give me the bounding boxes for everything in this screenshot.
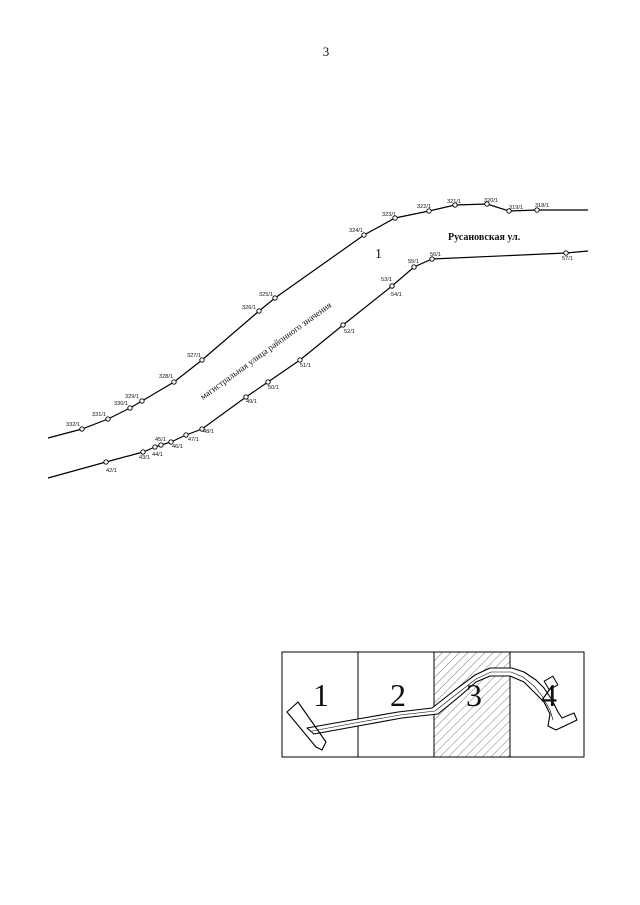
bottom-boundary-point-marker [140, 449, 146, 455]
top-boundary-point-label: 331/1 [92, 412, 106, 418]
bottom-boundary-point-label: 53/1 [381, 277, 392, 283]
bottom-boundary-point-label: 42/1 [106, 468, 117, 474]
top-boundary-point-label: 318/1 [535, 203, 549, 209]
bottom-boundary-point-marker [429, 256, 435, 262]
index-road-end-block [543, 675, 559, 691]
top-boundary-point-label: 329/1 [125, 394, 139, 400]
index-sheet-3-label: 3 [466, 677, 482, 713]
top-boundary-point-marker [127, 405, 133, 411]
bottom-boundary-point-label: 48/1 [203, 429, 214, 435]
bottom-boundary-point-label: 57/1 [562, 256, 573, 262]
bottom-boundary-point-marker [411, 264, 417, 270]
bottom-boundary-point-marker [563, 250, 569, 256]
bottom-boundary-point-label: 56/1 [430, 252, 441, 258]
top-boundary-point-label: 327/1 [187, 353, 201, 359]
road-name-label: магистральная улица районного значения [198, 300, 333, 402]
page-number: 3 [322, 44, 330, 59]
bottom-boundary-point-label: 46/1 [172, 444, 183, 450]
index-sheet-1-label: 1 [313, 677, 329, 713]
bottom-boundary-point-label: 49/1 [246, 399, 257, 405]
top-boundary-point-marker [199, 357, 205, 363]
bottom-boundary-point-label: 52/1 [344, 329, 355, 335]
top-boundary-point-marker [534, 207, 540, 213]
bottom-boundary-point-marker [389, 283, 395, 289]
index-map: 1 2 3 4 [281, 651, 585, 758]
bottom-boundary-point-label: 54/1 [391, 292, 402, 298]
street-name-label: Русановская ул. [448, 232, 521, 243]
top-boundary-point-marker [361, 232, 367, 238]
top-boundary-point-label: 320/1 [484, 198, 498, 204]
bottom-boundary-point-marker [199, 426, 205, 432]
bottom-boundary-point-marker [103, 459, 109, 465]
index-sheet-4-label: 4 [541, 677, 557, 713]
area-number-label: 1 [375, 247, 382, 262]
bottom-boundary-point-marker [158, 442, 164, 448]
top-boundary-point-marker [506, 208, 512, 214]
bottom-boundary-point-marker [297, 357, 303, 363]
top-boundary-point-marker [139, 398, 145, 404]
top-boundary-point-marker [484, 201, 490, 207]
top-boundary-point-marker [272, 295, 278, 301]
bottom-boundary-point-label: 43/1 [139, 455, 150, 461]
top-boundary-point-label: 332/1 [66, 422, 80, 428]
bottom-red-line [47, 250, 589, 479]
top-boundary-point-label: 328/1 [159, 374, 173, 380]
bottom-boundary-point-label: 55/1 [408, 259, 419, 265]
index-sheet-2-cell [357, 651, 435, 758]
top-boundary-point-label: 330/1 [114, 401, 128, 407]
top-boundary-point-marker [105, 416, 111, 422]
top-boundary-point-label: 323/1 [382, 212, 396, 218]
top-boundary-point-marker [426, 208, 432, 214]
top-boundary-point-marker [392, 215, 398, 221]
top-boundary-point-label: 322/1 [417, 204, 431, 210]
bottom-boundary-point-label: 51/1 [300, 363, 311, 369]
top-boundary-point-marker [452, 202, 458, 208]
index-sheet-2-label: 2 [390, 677, 406, 713]
top-boundary-point-label: 325/1 [259, 292, 273, 298]
index-road-centerline [311, 671, 554, 732]
top-boundary-point-marker [171, 379, 177, 385]
bottom-boundary-point-marker [168, 439, 174, 445]
top-boundary-point-label: 319/1 [509, 205, 523, 211]
bottom-boundary-point-marker [243, 394, 249, 400]
top-boundary-point-label: 326/1 [242, 305, 256, 311]
top-boundary-point-label: 324/1 [349, 228, 363, 234]
bottom-boundary-point-label: 47/1 [188, 437, 199, 443]
top-boundary-point-label: 321/1 [447, 199, 461, 205]
bottom-boundary-point-label: 44/1 [152, 452, 163, 458]
bottom-boundary-point-marker [152, 444, 158, 450]
bottom-boundary-point-label: 50/1 [268, 385, 279, 391]
bottom-boundary-point-marker [183, 432, 189, 438]
bottom-boundary-point-marker [340, 322, 346, 328]
top-boundary-point-marker [256, 308, 262, 314]
bottom-boundary-point-label: 45/1 [155, 437, 166, 443]
top-boundary-point-marker [79, 426, 85, 432]
bottom-boundary-point-marker [265, 379, 271, 385]
index-road-outline [286, 667, 578, 751]
